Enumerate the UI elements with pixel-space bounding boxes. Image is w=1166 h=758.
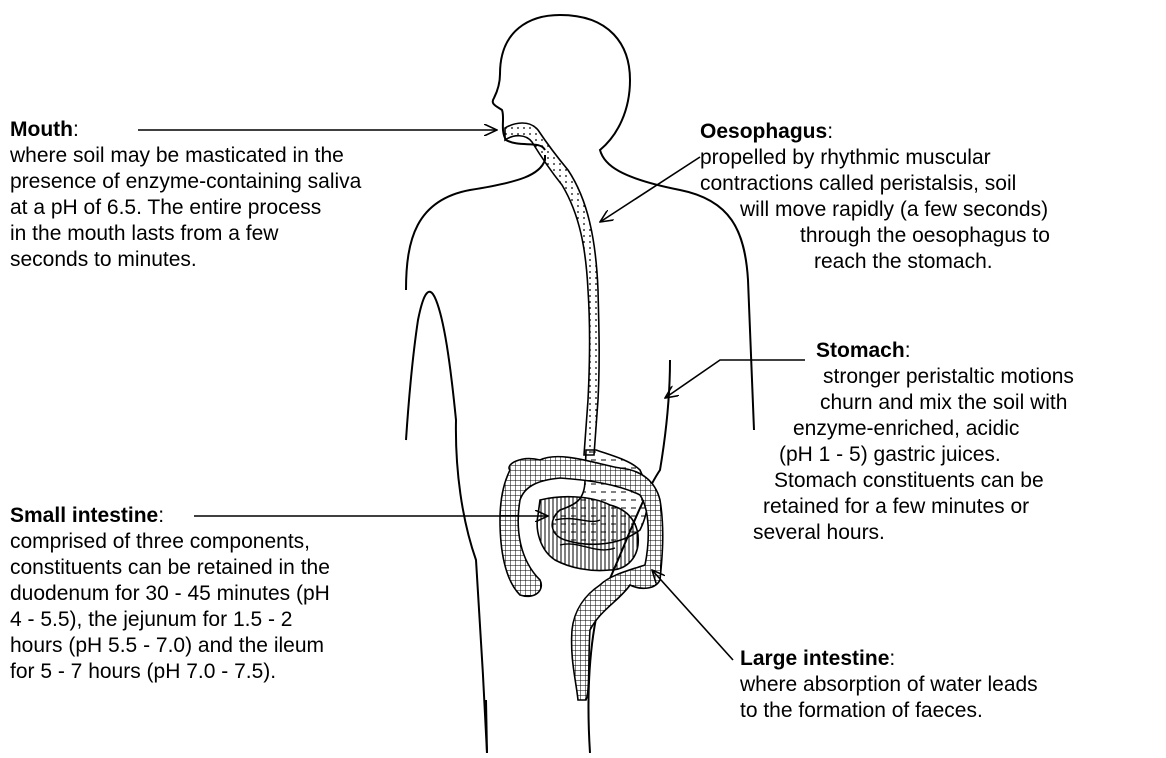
small-intestine-text-line: 4 - 5.5), the jejunum for 1.5 - 2 [10,607,330,633]
small-intestine-title: Small intestine [10,504,158,527]
oesophagus-text-line: contractions called peristalsis, soil [700,171,1050,197]
large-intestine-title: Large intestine [740,647,889,670]
oesophagus-title: Oesophagus [700,120,827,143]
mouth-text-line: at a pH of 6.5. The entire process [10,195,361,221]
oesophagus-text-line: will move rapidly (a few seconds) [700,197,1050,223]
mouth-label: Mouth: where soil may be masticated in t… [10,117,361,273]
small-intestine-text-line: comprised of three components, [10,529,330,555]
stomach-title: Stomach [816,339,905,362]
mouth-text-line: presence of enzyme-containing saliva [10,169,361,195]
mouth-text-line: seconds to minutes. [10,247,361,273]
oesophagus-shape [505,123,599,455]
small-intestine-text-line: hours (pH 5.5 - 7.0) and the ileum [10,633,330,659]
small-intestine-text-line: constituents can be retained in the [10,555,330,581]
oesophagus-label: Oesophagus: propelled by rhythmic muscul… [700,119,1050,275]
mouth-text-line: in the mouth lasts from a few [10,221,361,247]
large-intestine-text-line: to the formation of faeces. [740,698,1038,724]
large-intestine-shape [500,457,663,700]
mouth-text-line: where soil may be masticated in the [10,143,361,169]
oesophagus-arrow [600,157,700,222]
stomach-text-line: stronger peristaltic motions [753,364,1074,390]
large-intestine-arrow [652,570,733,660]
small-intestine-text-line: for 5 - 7 hours (pH 7.0 - 7.5). [10,659,330,685]
stomach-text-line: enzyme-enriched, acidic [753,416,1074,442]
stomach-text-line: retained for a few minutes or [753,494,1074,520]
mouth-title: Mouth [10,118,73,141]
stomach-text-line: several hours. [753,520,1074,546]
stomach-text-line: churn and mix the soil with [753,390,1074,416]
stomach-label: Stomach: stronger peristaltic motions ch… [753,338,1074,546]
stomach-text-line: (pH 1 - 5) gastric juices. [753,442,1074,468]
large-intestine-text-line: where absorption of water leads [740,672,1038,698]
oesophagus-text-line: reach the stomach. [700,249,1050,275]
oesophagus-text-line: through the oesophagus to [700,223,1050,249]
small-intestine-text-line: duodenum for 30 - 45 minutes (pH [10,581,330,607]
stomach-text-line: Stomach constituents can be [753,468,1074,494]
small-intestine-label: Small intestine: comprised of three comp… [10,503,330,685]
large-intestine-label: Large intestine: where absorption of wat… [740,646,1038,724]
oesophagus-text-line: propelled by rhythmic muscular [700,145,1050,171]
